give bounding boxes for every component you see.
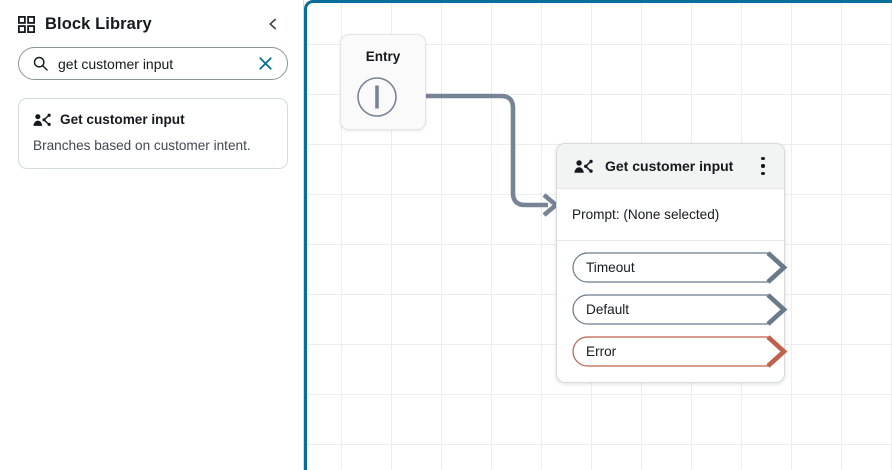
branch-label: Error: [586, 343, 617, 359]
sidebar-divider: [303, 0, 304, 470]
branch-shape-timeout: [572, 251, 788, 284]
node-header: Get customer input: [557, 144, 784, 189]
chevron-left-icon[interactable]: [262, 13, 284, 35]
flow-canvas[interactable]: Entry: [304, 0, 892, 470]
list-item[interactable]: Get customer input Branches based on cus…: [18, 98, 288, 169]
node-title: Get customer input: [605, 158, 734, 174]
search-icon: [33, 56, 48, 71]
branch-label: Default: [586, 301, 630, 317]
block-card-label: Get customer input: [60, 112, 185, 127]
branch-row-timeout[interactable]: Timeout: [572, 251, 788, 284]
branch-shape-error: [572, 335, 788, 368]
node-branch-list: Timeout Default Error: [557, 241, 788, 382]
block-results-list: Get customer input Branches based on cus…: [18, 98, 288, 169]
sidebar-header: Block Library: [0, 0, 304, 34]
get-customer-input-node[interactable]: Get customer input Prompt: (None selecte…: [556, 143, 788, 383]
branch-row-error[interactable]: Error: [572, 335, 788, 368]
grid-icon: [17, 15, 36, 33]
get-customer-input-icon: [574, 159, 593, 174]
node-prompt-text: Prompt: (None selected): [557, 189, 784, 241]
branch-row-default[interactable]: Default: [572, 293, 788, 326]
branch-shape-default: [572, 293, 788, 326]
entry-node[interactable]: Entry: [340, 34, 426, 130]
page-title: Block Library: [45, 15, 152, 33]
branch-label: Timeout: [586, 259, 635, 275]
search-container: get customer input: [18, 47, 288, 80]
entry-port-icon: [355, 75, 399, 119]
block-library-sidebar: Block Library get customer input: [0, 0, 304, 470]
block-card-description: Branches based on customer intent.: [33, 138, 251, 153]
get-customer-input-icon: [33, 113, 51, 127]
search-input-value: get customer input: [58, 55, 174, 72]
entry-node-label: Entry: [365, 49, 401, 64]
block-card-title-row: Get customer input: [33, 111, 273, 128]
close-icon[interactable]: [258, 56, 273, 71]
more-vertical-icon[interactable]: [754, 155, 772, 177]
search-input[interactable]: get customer input: [18, 47, 288, 80]
